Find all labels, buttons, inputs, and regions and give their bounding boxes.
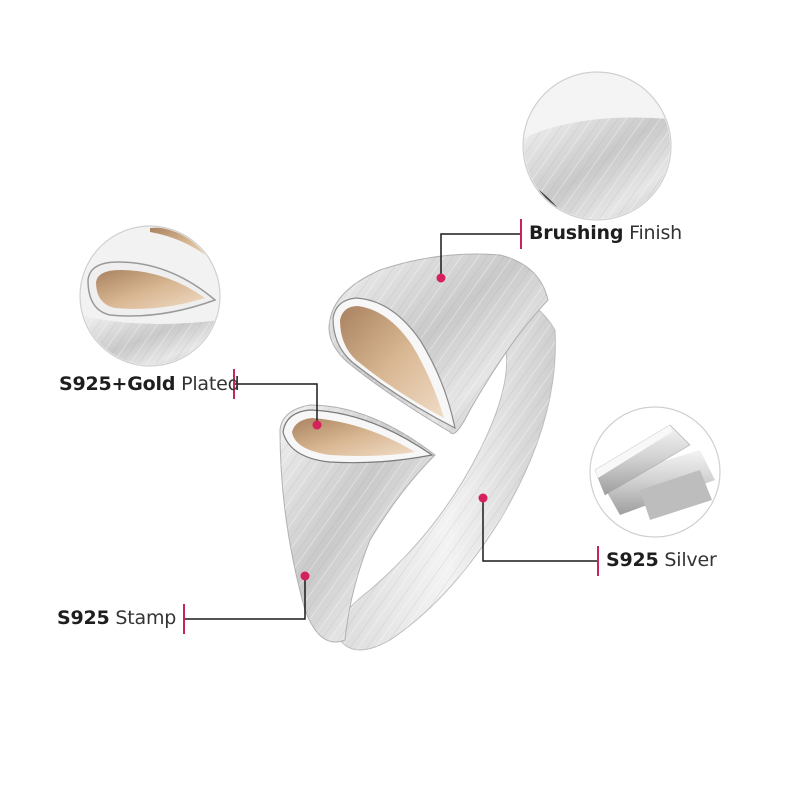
brushing-tick [520,219,522,249]
gold-dot [312,420,322,430]
callout-lines [184,233,598,620]
ring-product [279,253,556,651]
gold-tick [233,369,235,399]
silver-label: S925 Silver [606,549,717,571]
stamp-label: S925 Stamp [57,607,177,629]
silver-bars-image [589,406,721,538]
callout-dots [300,273,488,581]
brushing-detail-image [522,71,672,221]
brushing-finish-label: Brushing Finish [529,222,682,244]
silver-tick [597,546,599,576]
stamp-tick [183,604,185,634]
stamp-dot [300,571,310,581]
gold-plated-label: S925+Gold Plated [59,373,240,395]
brushing-dot [436,273,446,283]
gold-detail-image [79,225,221,367]
silver-dot [478,493,488,503]
